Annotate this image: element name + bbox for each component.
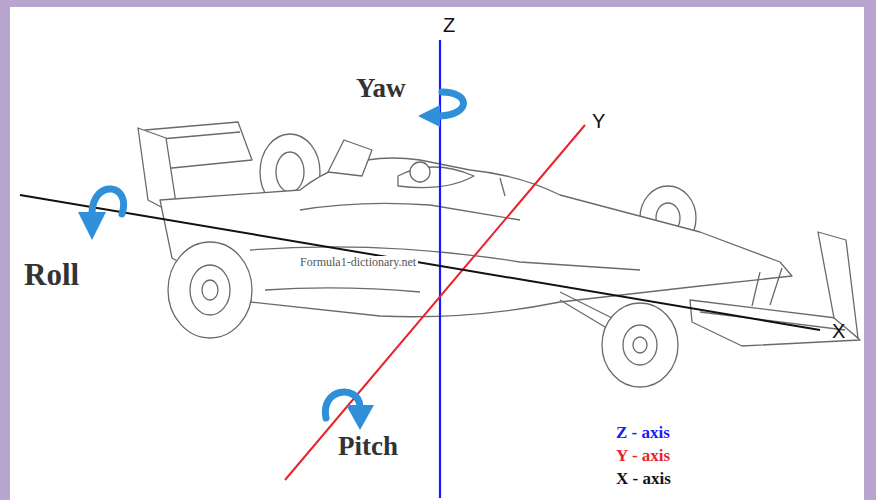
axis-letter: Y xyxy=(592,110,605,132)
watermark: Formula1-dictionary.net xyxy=(298,256,418,269)
car-sketch xyxy=(138,122,860,387)
rotation-name: Roll xyxy=(24,258,79,292)
white-ground xyxy=(10,7,864,500)
axis-letter: Z xyxy=(443,14,455,36)
legend-text: Y - axis xyxy=(616,447,670,466)
axis-letter: X xyxy=(832,320,845,342)
x-axis-line xyxy=(20,195,820,330)
legend-text: Z - axis xyxy=(616,424,670,443)
rotation-arrows xyxy=(78,92,464,430)
rotation-name: Yaw xyxy=(356,74,406,104)
legend-text: X - axis xyxy=(616,470,671,489)
y-axis-line xyxy=(285,125,585,480)
rotation-name: Pitch xyxy=(338,432,398,462)
